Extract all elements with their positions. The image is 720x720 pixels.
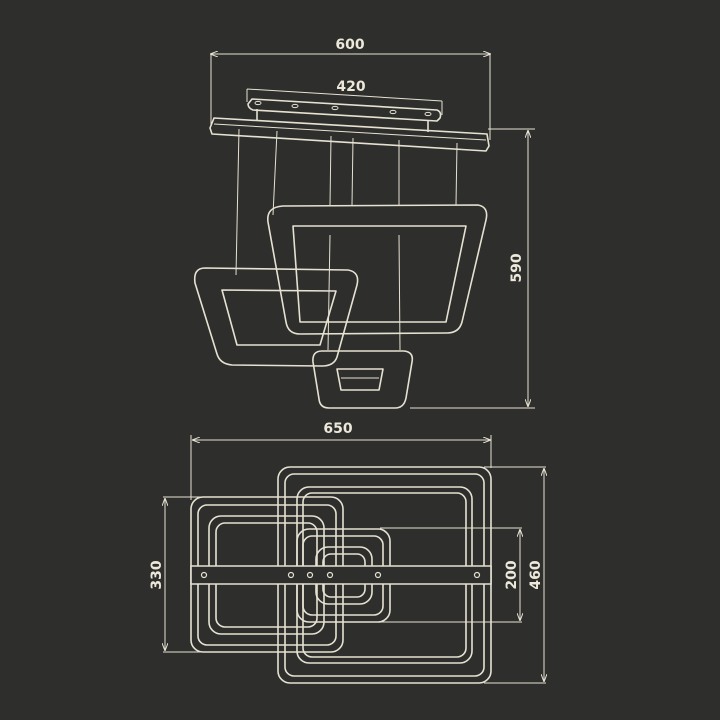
dim-line-420	[246, 88, 443, 102]
suspension-rods	[235, 128, 458, 351]
dim-label-650: 650	[323, 421, 352, 437]
dim-label-420: 420	[336, 79, 365, 95]
dim-label-200: 200	[504, 560, 520, 589]
ring-medium	[193, 267, 359, 367]
dim-label-460: 460	[528, 560, 544, 589]
top-view: 650 330 200 460	[149, 421, 546, 684]
dim-label-330: 330	[149, 560, 165, 589]
mount-holes	[200, 571, 481, 579]
canopy-bar-top	[190, 565, 492, 585]
ceiling-plate	[247, 98, 442, 122]
ring-large	[266, 204, 488, 335]
dim-label-590: 590	[509, 253, 525, 282]
side-view: 600 420 590	[193, 37, 535, 409]
ring-small	[312, 350, 414, 409]
canopy-bar	[209, 117, 490, 152]
dim-label-600: 600	[335, 37, 364, 53]
